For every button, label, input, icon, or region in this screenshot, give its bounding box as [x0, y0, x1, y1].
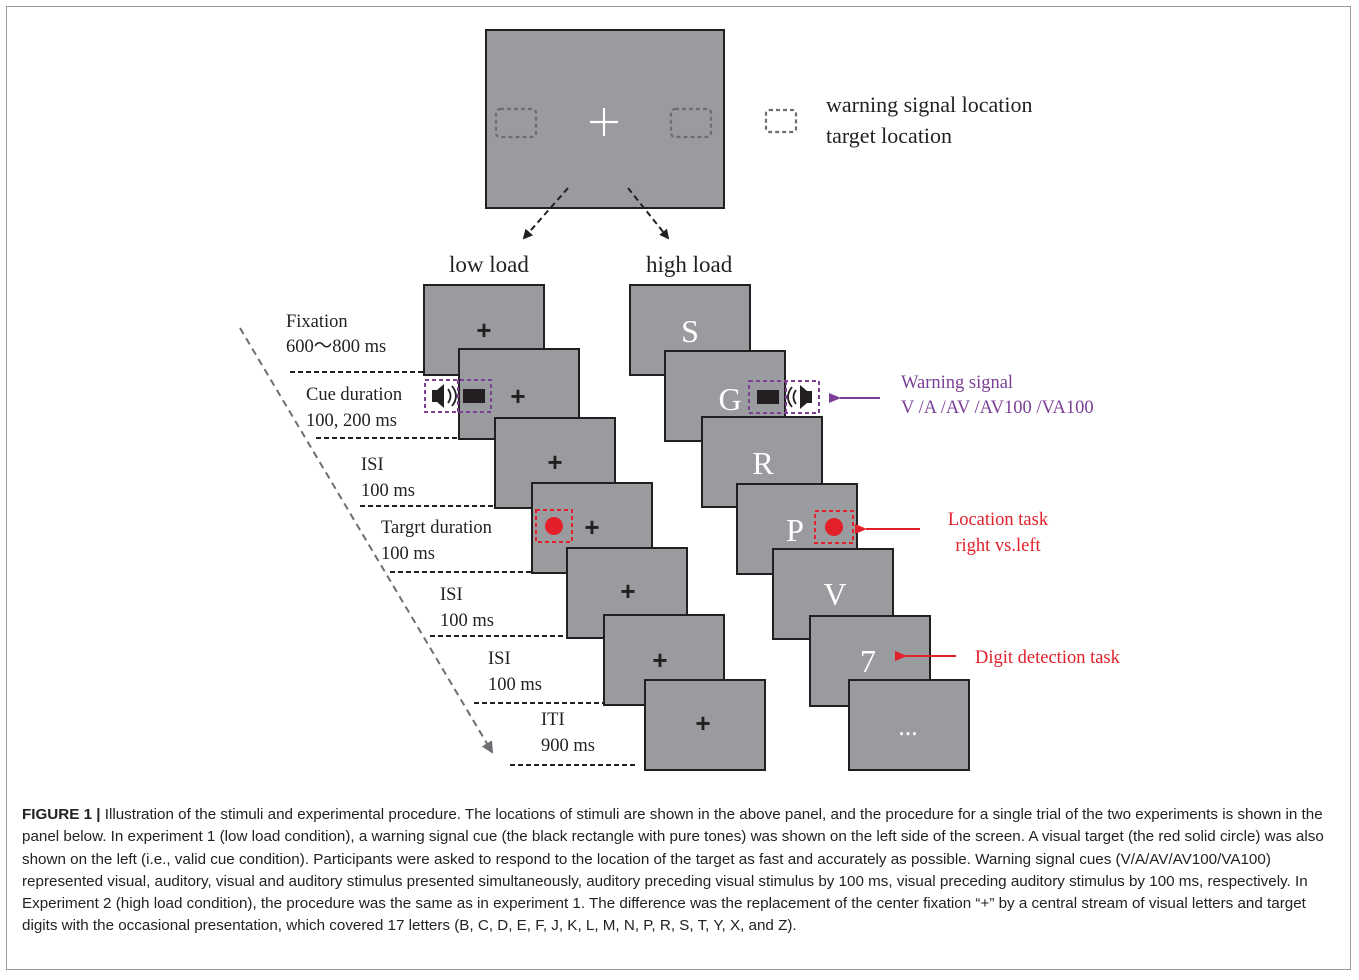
isi1-label: ISI	[361, 455, 384, 475]
low-fixation-2: +	[510, 381, 525, 411]
stream-digit-6: 7	[860, 643, 876, 679]
warning-signal-types: V /A /AV /AV100 /VA100	[901, 398, 1094, 418]
legend: warning signal location target location	[764, 92, 1033, 148]
low-fixation-4: +	[584, 512, 599, 542]
stream-letter-3: R	[752, 445, 774, 481]
annotations: Warning signal V /A /AV /AV100 /VA100 Lo…	[829, 373, 1121, 668]
left-location-box	[494, 107, 538, 139]
low-fixation-5: +	[620, 576, 635, 606]
speaker-icon	[787, 385, 812, 409]
low-fixation-6: +	[652, 645, 667, 675]
stream-ellipsis: ...	[898, 712, 918, 741]
cue-duration: 100, 200 ms	[306, 411, 397, 431]
isi3-label: ISI	[488, 649, 511, 669]
location-screen	[485, 29, 725, 209]
stream-letter-5: V	[823, 576, 846, 612]
low-load-stack: + + + + + + +	[423, 284, 766, 771]
isi2-label: ISI	[440, 585, 463, 605]
figure-frame	[6, 6, 1351, 970]
arrow-to-low-load	[522, 187, 569, 240]
location-task-title: Location task	[948, 510, 1049, 530]
isi3-duration: 100 ms	[488, 675, 542, 695]
cue-label: Cue duration	[306, 385, 402, 405]
time-arrow	[239, 327, 494, 754]
high-cue-dashed-box	[748, 380, 820, 414]
legend-target: target location	[826, 123, 952, 148]
iti-duration: 900 ms	[541, 736, 595, 756]
location-task-detail: right vs.left	[955, 536, 1041, 556]
legend-dashed-box-icon	[764, 108, 798, 134]
caption-text: Illustration of the stimuli and experime…	[22, 806, 1324, 935]
stream-letter-1: S	[681, 313, 699, 349]
fixation-label: Fixation	[286, 312, 348, 332]
stream-letter-2: G	[718, 381, 741, 417]
low-screen-7	[644, 679, 766, 771]
timeline-labels: Fixation 600～800 ms Cue duration 100, 20…	[286, 312, 636, 766]
isi1-duration: 100 ms	[361, 481, 415, 501]
high-screen-7	[848, 679, 970, 771]
high-load-stack: S G R P V 7 ...	[629, 284, 970, 771]
warning-signal-title: Warning signal	[901, 373, 1013, 393]
stream-letter-4: P	[786, 512, 804, 548]
high-load-label: high load	[646, 252, 733, 277]
fixation-cross-white	[590, 108, 618, 136]
figure-diagram: warning signal location target location …	[239, 29, 1121, 771]
low-fixation-7: +	[695, 708, 710, 738]
fixation-duration: 600～800 ms	[286, 337, 386, 357]
target-label: Targrt duration	[381, 518, 492, 538]
high-target-red-circle	[825, 518, 843, 536]
arrow-to-high-load	[627, 187, 670, 240]
isi2-duration: 100 ms	[440, 611, 494, 631]
target-duration: 100 ms	[381, 544, 435, 564]
caption-label: FIGURE 1 |	[22, 806, 101, 823]
digit-task-label: Digit detection task	[975, 648, 1121, 668]
low-load-label: low load	[449, 252, 529, 277]
legend-warning: warning signal location	[826, 92, 1033, 117]
iti-label: ITI	[541, 710, 565, 730]
low-target-red-circle	[545, 517, 563, 535]
low-fixation-3: +	[547, 447, 562, 477]
right-location-box	[669, 107, 713, 139]
figure-caption: FIGURE 1 | Illustration of the stimuli a…	[22, 804, 1342, 938]
location-panel	[485, 29, 725, 209]
speaker-icon	[432, 384, 457, 408]
low-target-dashed-box	[535, 509, 573, 543]
low-cue-black-rect	[463, 389, 485, 403]
low-fixation-1: +	[476, 315, 491, 345]
high-cue-black-rect	[757, 390, 779, 404]
